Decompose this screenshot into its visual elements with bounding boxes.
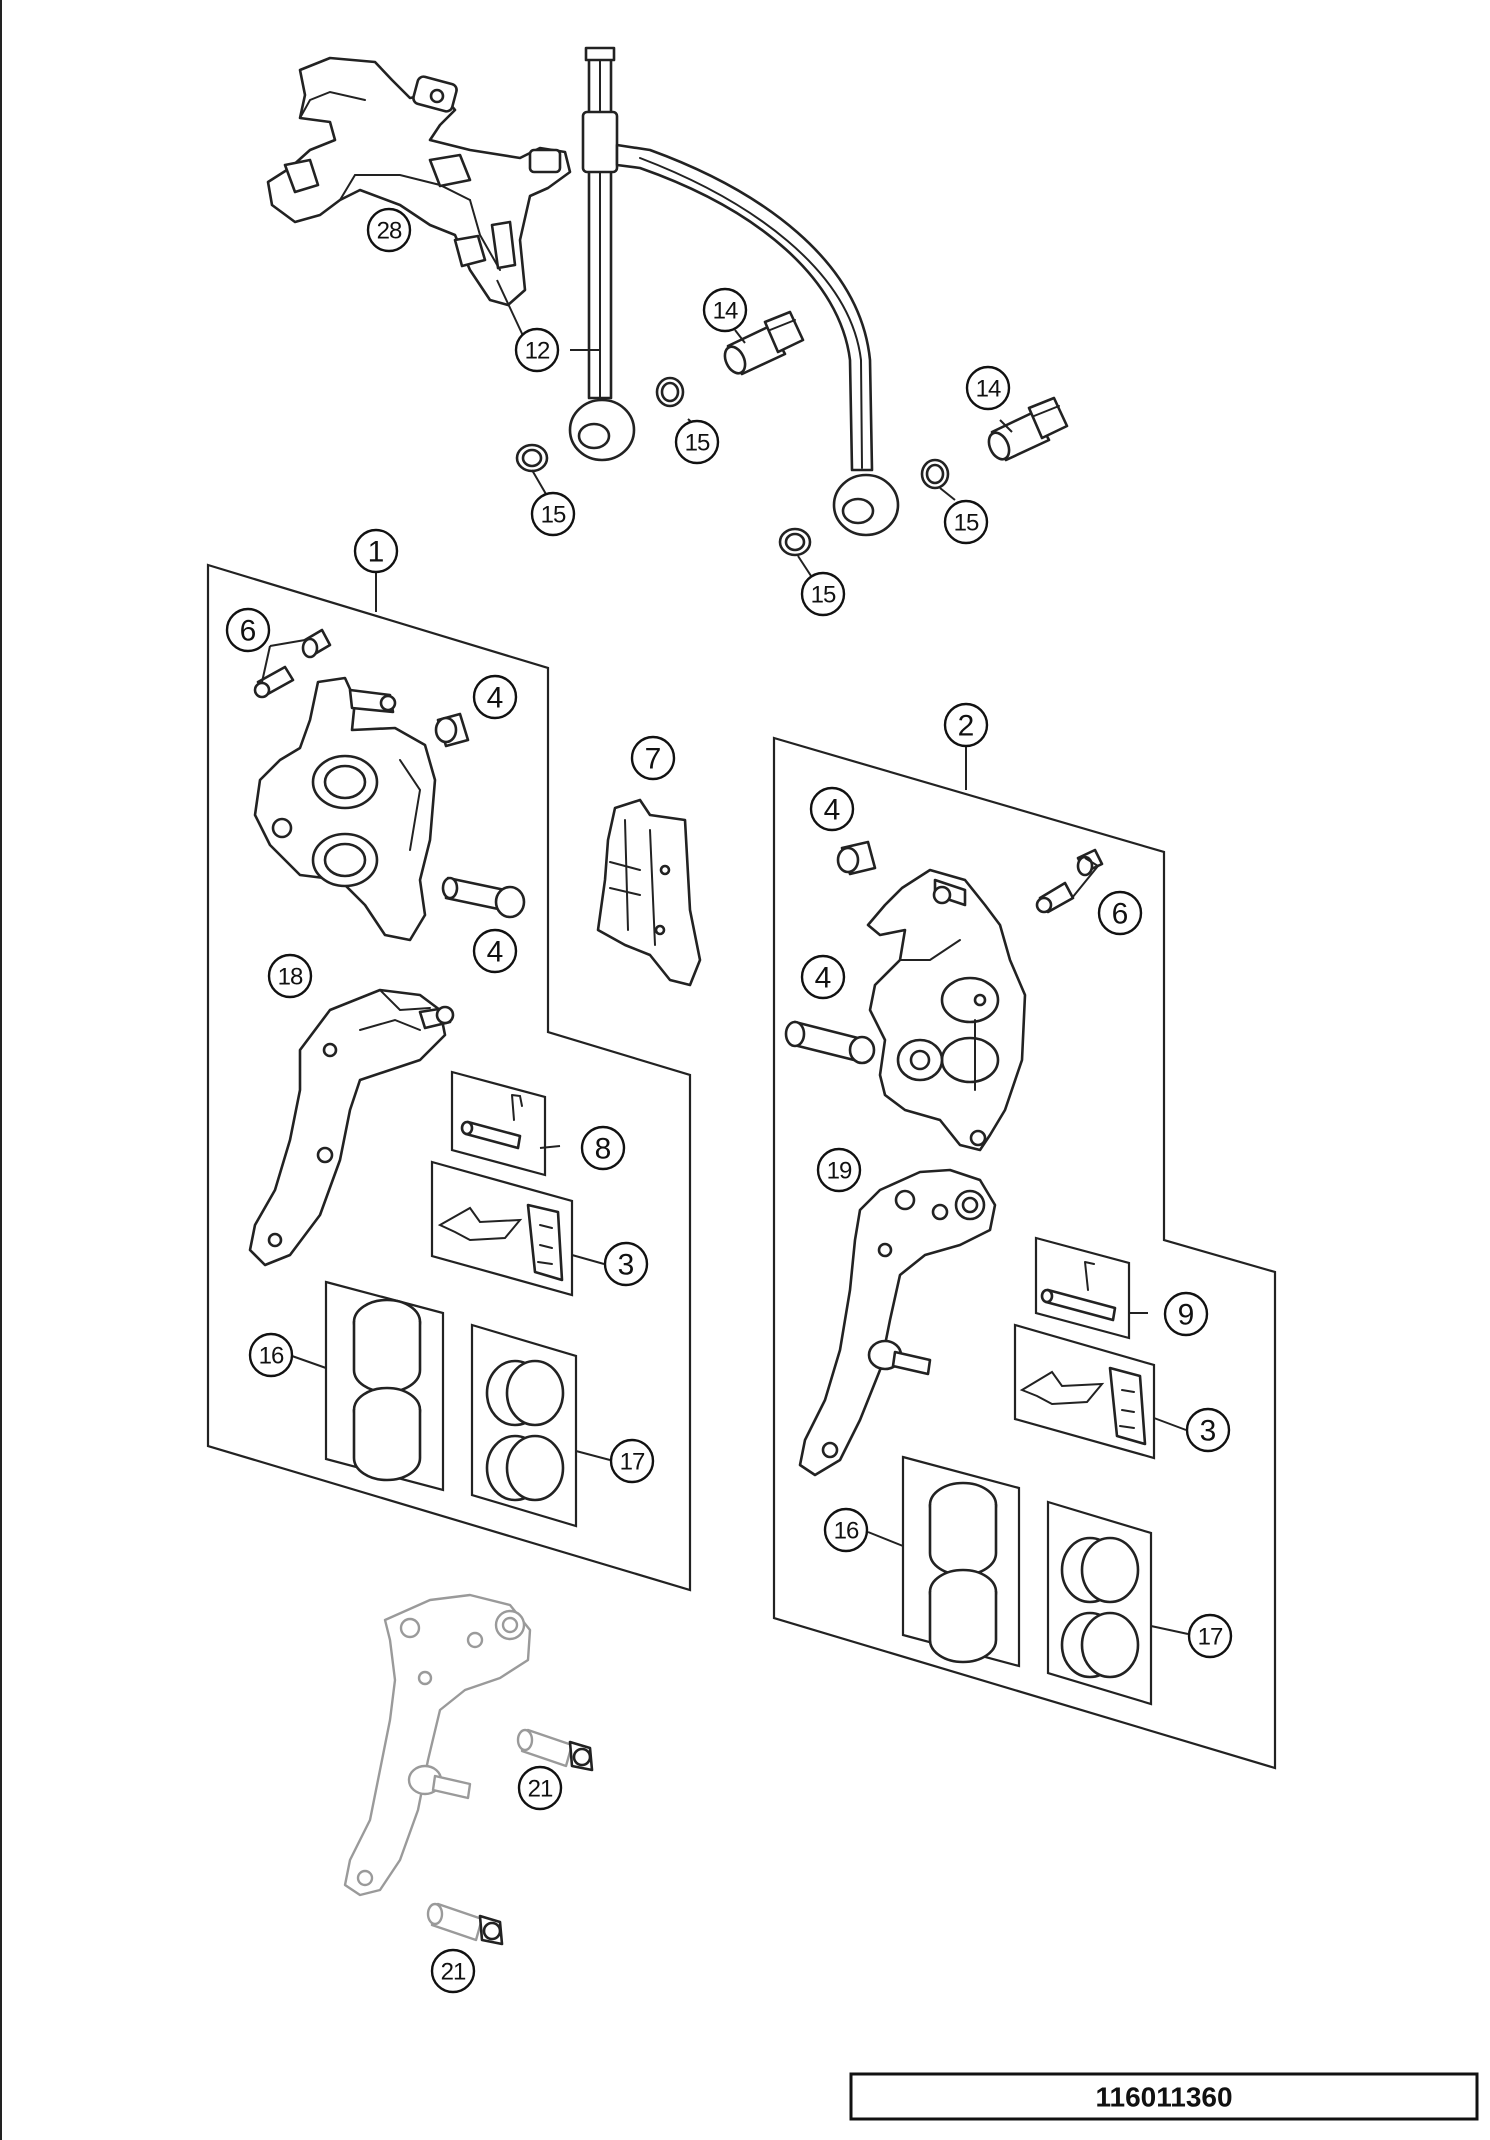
callout-3-right: 3 xyxy=(1185,1407,1231,1453)
caliper-body-right xyxy=(866,868,1027,1152)
callout-6-left-label: 6 xyxy=(240,615,257,648)
callout-8-label: 8 xyxy=(595,1133,612,1166)
callout-28: 28 xyxy=(366,207,412,253)
callout-16-left: 16 xyxy=(248,1332,294,1378)
washer-1 xyxy=(515,443,549,473)
callout-21-lower: 21 xyxy=(430,1948,476,1994)
callout-15-b-label: 15 xyxy=(541,502,566,529)
callout-4-d: 4 xyxy=(800,954,846,1000)
washer-4 xyxy=(920,458,950,490)
callout-15-c: 15 xyxy=(943,499,989,545)
callout-16-right: 16 xyxy=(823,1507,869,1553)
pin-kit-right xyxy=(1034,1236,1131,1340)
slide-pin-right xyxy=(784,1020,876,1065)
callout-15-a-label: 15 xyxy=(685,430,710,457)
callout-3-left-label: 3 xyxy=(618,1249,635,1282)
callout-7: 7 xyxy=(630,735,676,781)
callout-17-left: 17 xyxy=(609,1438,655,1484)
drawing-number: 116011360 xyxy=(1095,2082,1232,2113)
caliper-support-ghost xyxy=(343,1593,532,1897)
banjo-fitting-right xyxy=(832,473,900,537)
callout-6-left: 6 xyxy=(225,607,271,653)
drawing-number-box: 116011360 xyxy=(849,2072,1479,2121)
callout-3-left: 3 xyxy=(603,1241,649,1287)
seal-kit-right xyxy=(1046,1500,1153,1706)
callout-8: 8 xyxy=(580,1125,626,1171)
callout-14-right: 14 xyxy=(965,365,1011,411)
spring-kit-right xyxy=(1013,1323,1156,1460)
bleed-screw-right xyxy=(1035,848,1104,914)
callout-16-right-label: 16 xyxy=(834,1518,859,1545)
bolt-lower xyxy=(426,1902,504,1946)
callout-17-right-label: 17 xyxy=(1198,1624,1223,1651)
callout-6-right-label: 6 xyxy=(1112,898,1129,931)
callout-4-b-label: 4 xyxy=(487,936,504,969)
callout-12-label: 12 xyxy=(525,338,550,365)
callout-4-c-label: 4 xyxy=(824,794,841,827)
slide-bushing-left xyxy=(434,712,470,748)
callout-9: 9 xyxy=(1163,1291,1209,1337)
seal-kit-left xyxy=(470,1323,578,1528)
piston-kit-left xyxy=(324,1280,445,1492)
callout-21-upper: 21 xyxy=(517,1765,563,1811)
callout-28-label: 28 xyxy=(377,218,402,245)
banjo-bolt-left xyxy=(723,310,805,376)
caliper-support-left xyxy=(248,988,455,1267)
washer-3 xyxy=(778,527,812,557)
callout-1-label: 1 xyxy=(368,536,385,569)
callout-21-upper-label: 21 xyxy=(528,1776,553,1803)
callout-18-label: 18 xyxy=(278,964,303,991)
brake-line-curved xyxy=(615,143,874,472)
callout-12: 12 xyxy=(514,327,560,373)
callout-4-a: 4 xyxy=(472,674,518,720)
callout-15-b: 15 xyxy=(530,491,576,537)
callout-15-d: 15 xyxy=(800,571,846,617)
caliper-assembly-panel-left xyxy=(206,563,692,1592)
callout-6-right: 6 xyxy=(1097,890,1143,936)
banjo-fitting-left xyxy=(568,398,636,462)
leader-lines xyxy=(261,229,1189,1635)
spring-kit-left xyxy=(430,1160,574,1297)
callout-4-a-label: 4 xyxy=(487,682,504,715)
piston-kit-right xyxy=(901,1455,1021,1668)
caliper-support-right xyxy=(798,1168,997,1477)
callout-14-left: 14 xyxy=(702,287,748,333)
callout-19-label: 19 xyxy=(827,1158,852,1185)
callout-15-d-label: 15 xyxy=(811,582,836,609)
callout-21-lower-label: 21 xyxy=(441,1959,466,1986)
caliper-assembly-panel-right xyxy=(772,736,1277,1770)
callout-1: 1 xyxy=(353,528,399,574)
brake-line-vertical xyxy=(581,46,619,400)
callout-14-right-label: 14 xyxy=(976,376,1001,403)
callout-4-c: 4 xyxy=(809,786,855,832)
callout-14-left-label: 14 xyxy=(713,298,738,325)
callout-15-a: 15 xyxy=(674,419,720,465)
callout-7-label: 7 xyxy=(645,743,662,776)
brake-pads xyxy=(596,798,702,987)
callout-2: 2 xyxy=(943,702,989,748)
callout-19: 19 xyxy=(816,1147,862,1193)
callout-17-left-label: 17 xyxy=(620,1449,645,1476)
banjo-bolt-right xyxy=(987,396,1069,462)
callout-9-label: 9 xyxy=(1178,1299,1195,1332)
callout-18: 18 xyxy=(267,953,313,999)
brake-line-bracket xyxy=(266,56,572,307)
callout-4-d-label: 4 xyxy=(815,962,832,995)
slide-bushing-right xyxy=(836,840,877,876)
callout-2-label: 2 xyxy=(958,710,975,743)
slide-pin-left xyxy=(441,876,526,919)
bolt-upper xyxy=(516,1728,594,1772)
callout-17-right: 17 xyxy=(1187,1613,1233,1659)
callout-16-left-label: 16 xyxy=(259,1343,284,1370)
washer-2 xyxy=(655,376,685,408)
callout-4-b: 4 xyxy=(472,928,518,974)
bleed-screw-left xyxy=(253,628,332,699)
callout-3-right-label: 3 xyxy=(1200,1415,1217,1448)
caliper-body-left xyxy=(253,676,437,942)
callout-15-c-label: 15 xyxy=(954,510,979,537)
pin-kit-left xyxy=(450,1070,547,1177)
